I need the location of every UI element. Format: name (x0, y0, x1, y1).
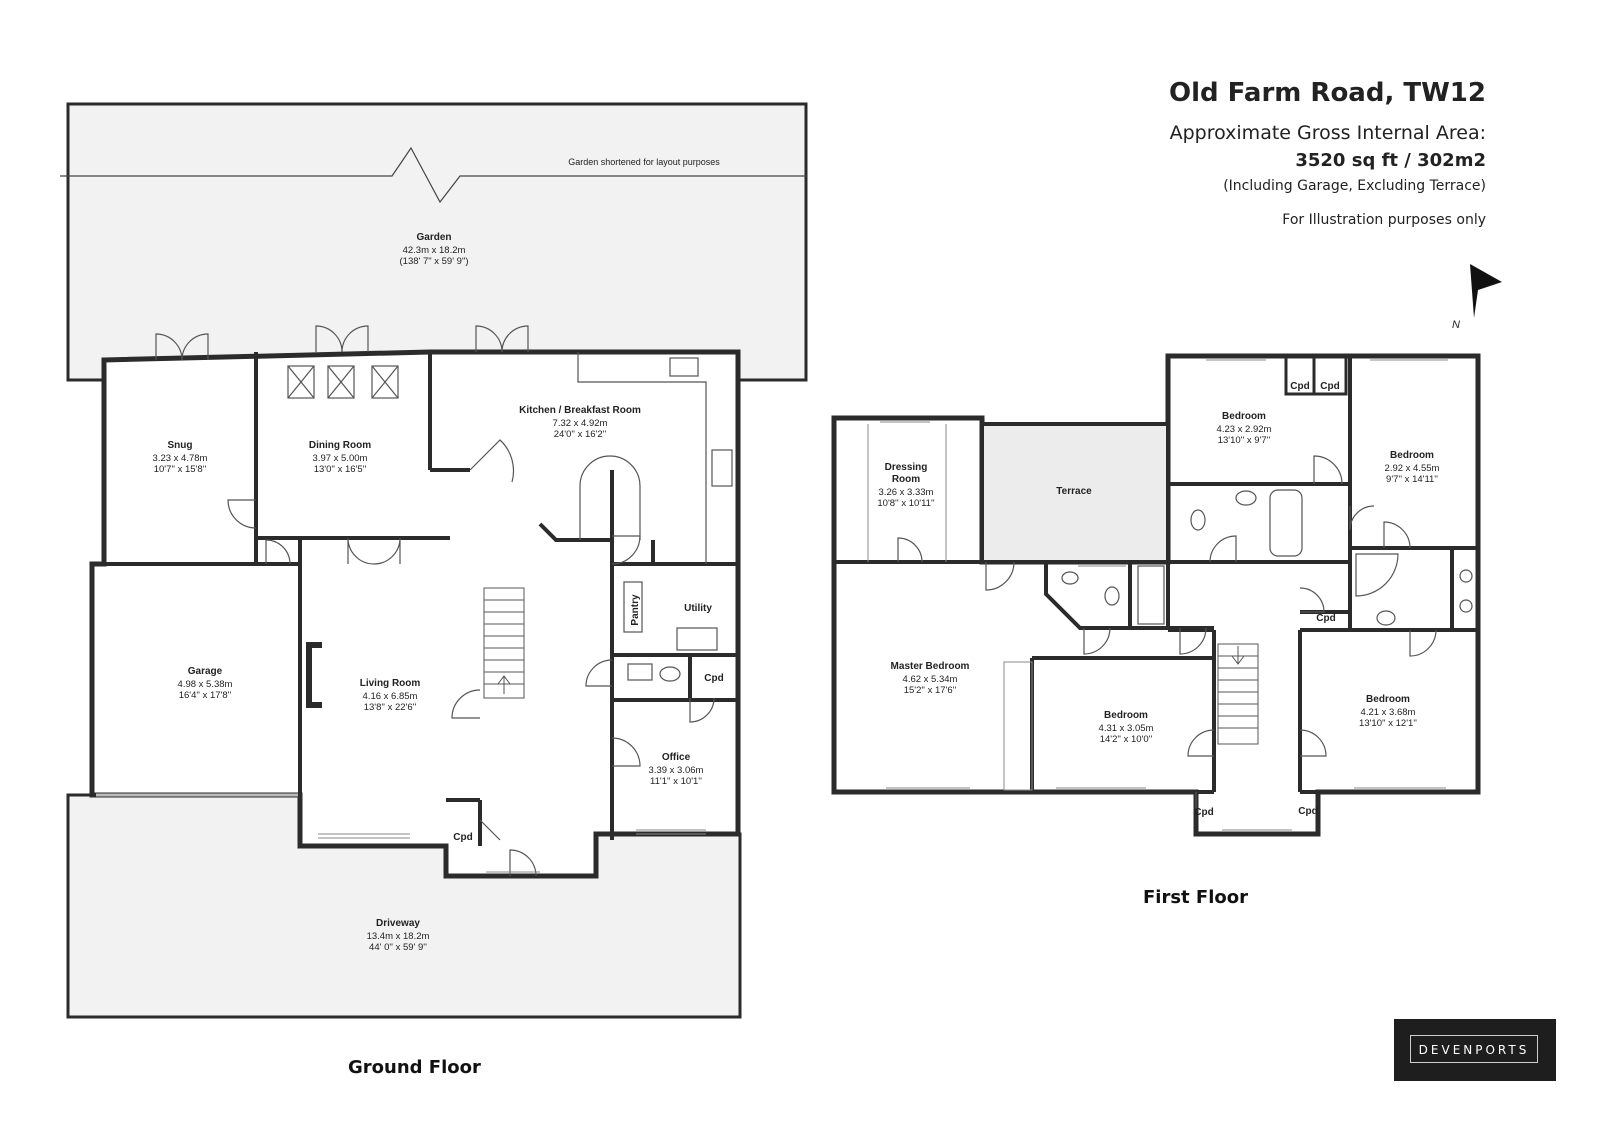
bedroom-right-imperial: 9'7'' x 14'11'' (1386, 474, 1438, 485)
pantry-label: Pantry (630, 594, 641, 626)
area-label: Approximate Gross Internal Area: (1169, 122, 1486, 144)
dining-metric: 3.97 x 5.00m (313, 453, 368, 464)
area-value: 3520 sq ft / 302m2 (1295, 150, 1486, 171)
garage-metric: 4.98 x 5.38m (178, 679, 233, 690)
first-floor-plan (831, 353, 1481, 837)
bedroom-middle-metric: 4.31 x 3.05m (1099, 723, 1154, 734)
first-floor-label: First Floor (1143, 887, 1249, 908)
garden-metric: 42.3m x 18.2m (403, 245, 466, 256)
kitchen-metric: 7.32 x 4.92m (553, 418, 608, 429)
bedroom-lower-right-name: Bedroom (1366, 694, 1410, 705)
master-name: Master Bedroom (891, 661, 970, 672)
living-name: Living Room (360, 678, 421, 689)
bedroom-middle-imperial: 14'2'' x 10'0'' (1100, 734, 1153, 745)
snug-name: Snug (168, 440, 193, 451)
master-metric: 4.62 x 5.34m (903, 674, 958, 685)
first-floor-labels: Dressing Room 3.26 x 3.33m 10'8'' x 10'1… (877, 381, 1439, 818)
north-label: N (1452, 319, 1460, 331)
bedroom-top-metric: 4.23 x 2.92m (1217, 424, 1272, 435)
area-note: (Including Garage, Excluding Terrace) (1223, 178, 1486, 194)
master-imperial: 15'2'' x 17'6'' (904, 685, 957, 696)
garage-name: Garage (188, 666, 223, 677)
ground-floor-labels: Garden shortened for layout purposes Gar… (153, 157, 724, 953)
cpd-label-kitchen: Cpd (704, 673, 723, 684)
office-metric: 3.39 x 3.06m (649, 765, 704, 776)
cpd-label-hall: Cpd (453, 832, 472, 843)
bedroom-lower-right-imperial: 13'10'' x 12'1'' (1359, 718, 1417, 729)
kitchen-imperial: 24'0'' x 16'2'' (554, 429, 607, 440)
bedroom-top-imperial: 13'10'' x 9'7'' (1218, 435, 1271, 446)
living-metric: 4.16 x 6.85m (363, 691, 418, 702)
cpd-label-landing: Cpd (1316, 613, 1335, 624)
bedroom-middle-name: Bedroom (1104, 710, 1148, 721)
garage-imperial: 16'4'' x 17'8'' (179, 690, 232, 701)
dressing-metric: 3.26 x 3.33m (879, 487, 934, 498)
garden-name: Garden (416, 232, 451, 243)
living-imperial: 13'8'' x 22'6'' (364, 702, 417, 713)
garden-imperial: (138' 7" x 59' 9") (400, 256, 469, 267)
garden-break-line (60, 146, 806, 204)
bedroom-right-name: Bedroom (1390, 450, 1434, 461)
logo-text: DEVENPORTS (1410, 1035, 1538, 1063)
office-imperial: 11'1'' x 10'1'' (650, 776, 702, 787)
snug-imperial: 10'7'' x 15'8'' (154, 464, 207, 475)
bedroom-right-metric: 2.92 x 4.55m (1385, 463, 1440, 474)
cpd-label-bay-right: Cpd (1298, 806, 1317, 817)
dressing-name-line1: Dressing (885, 462, 928, 473)
bedroom-lower-right-metric: 4.21 x 3.68m (1361, 707, 1416, 718)
ground-floor-label: Ground Floor (348, 1057, 481, 1078)
dressing-imperial: 10'8'' x 10'11'' (877, 498, 934, 509)
illustration-note: For Illustration purposes only (1282, 212, 1486, 228)
devenports-logo: DEVENPORTS (1394, 1019, 1556, 1081)
snug-metric: 3.23 x 4.78m (153, 453, 208, 464)
garden-note: Garden shortened for layout purposes (568, 157, 720, 167)
utility-label: Utility (684, 603, 712, 614)
dressing-name-line2: Room (892, 474, 920, 485)
driveway-name: Driveway (376, 918, 420, 929)
kitchen-name: Kitchen / Breakfast Room (519, 405, 641, 416)
driveway-imperial: 44' 0'' x 59' 9'' (369, 942, 427, 953)
ground-floor-plan (60, 102, 808, 1019)
cpd-label-bedroom-a: Cpd (1290, 381, 1309, 392)
driveway-metric: 13.4m x 18.2m (367, 931, 430, 942)
cpd-label-bedroom-b: Cpd (1320, 381, 1339, 392)
north-compass-icon: N (1452, 264, 1502, 331)
terrace-label: Terrace (1056, 486, 1092, 497)
bedroom-top-name: Bedroom (1222, 411, 1266, 422)
office-name: Office (662, 752, 691, 763)
ground-floor-outline (89, 349, 741, 879)
dining-name: Dining Room (309, 440, 371, 451)
cpd-label-bay-left: Cpd (1194, 807, 1213, 818)
property-title: Old Farm Road, TW12 (1169, 78, 1486, 108)
dining-imperial: 13'0'' x 16'5'' (314, 464, 367, 475)
